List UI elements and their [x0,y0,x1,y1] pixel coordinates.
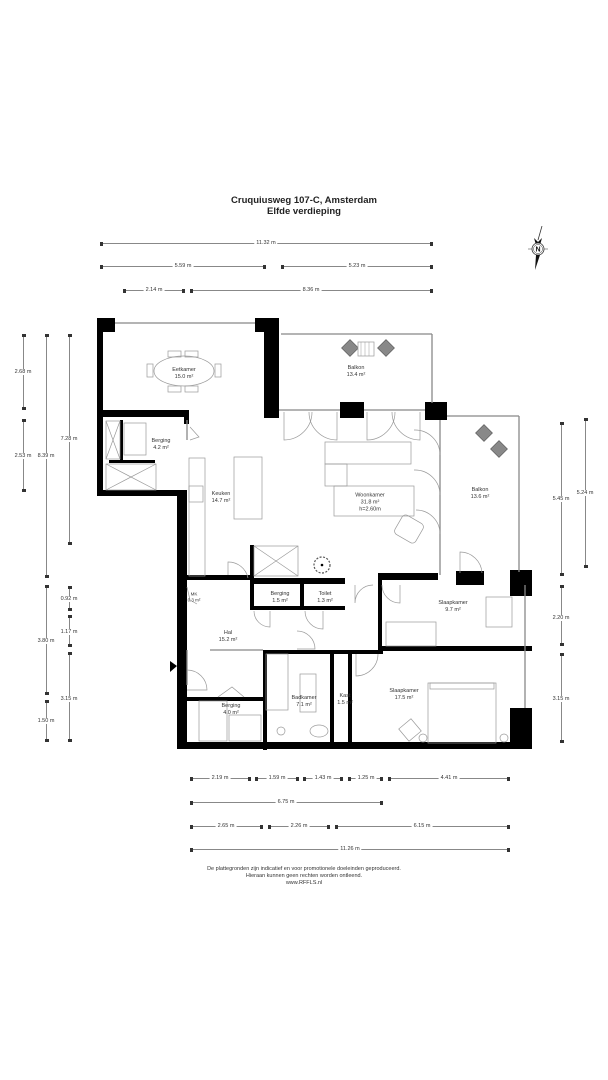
room-name: Balkon [347,365,365,372]
room-name: Slaapkamer [438,600,468,607]
dim-label: 6.15 m [411,823,433,829]
room-height: h=2.60m [359,506,381,513]
room-area: 15.0 m² [174,374,194,380]
room-name: Slaapkamer [389,688,419,695]
room-name: Badkamer [291,695,317,702]
dim-label: 1.17 m [58,629,80,635]
room-name: MK [190,591,198,597]
room-area: 4.0 m² [223,710,239,716]
dim-label: 8.36 m [300,287,322,293]
room-name: Hal [223,630,233,637]
dim-label: 3.15 m [550,696,572,702]
room-area: 17.5 m² [394,695,414,701]
dim-label: 6.75 m [275,799,297,805]
room-name: Keuken [211,491,231,498]
north-arrow-icon: N [524,226,552,270]
dim-label: 2.19 m [209,775,231,781]
dim-label: 7.28 m [58,436,80,442]
dim-label: 2.65 m [215,823,237,829]
svg-text:N: N [535,247,540,254]
dim-label: 2.53 m [12,453,34,459]
dim-label: 1.25 m [355,775,377,781]
dim-label: 3.80 m [35,638,57,644]
dim-label: 2.68 m [12,369,34,375]
room-area: 13.6 m² [470,494,490,500]
room-area: 1.5 m² [337,700,353,706]
room-area: 13.4 m² [346,372,366,378]
disclaimer-line-2: Hieraan kunnen geen rechten worden ontle… [245,873,363,880]
room-area: 15.2 m² [218,637,238,643]
website-link[interactable]: www.RFFLS.nl [285,880,323,887]
room-name: Toilet [318,591,332,598]
room-name: Berging [221,703,241,710]
room-area: 31.8 m² [360,499,380,506]
dim-label: 11.26 m [338,846,362,852]
dim-label: 5.45 m [550,496,572,502]
dim-label: 1.59 m [266,775,288,781]
dim-label: 0.92 m [58,596,80,602]
disclaimer-line-1: De plattegronden zijn indicatief en voor… [207,866,401,872]
dim-label: 5.59 m [172,263,194,269]
room-area: 1.5 m² [272,598,288,604]
dim-label: 5.24 m [574,490,596,496]
room-area: 9.7 m² [445,607,461,613]
dim-label: 8.39 m [35,453,57,459]
room-name: Eetkamer [172,367,196,374]
room-area: 4.2 m² [153,445,169,451]
address-title: Cruquiusweg 107-C, Amsterdam [231,195,377,206]
disclaimer: De plattegronden zijn indicatief en voor… [0,866,608,887]
dim-label: 11.32 m [254,240,278,246]
room-name: Berging [270,591,290,598]
room-name: Balkon [471,487,489,494]
dim-label: 1.43 m [312,775,334,781]
room-area: 1.3 m² [317,598,333,604]
dim-label: 3.15 m [58,696,80,702]
room-area: 0.3 m² [187,597,201,602]
dim-label: 1.50 m [35,718,57,724]
dim-label: 5.23 m [346,263,368,269]
dim-label: 4.41 m [438,775,460,781]
room-area: 7.1 m² [296,702,312,708]
room-name: Kast [339,693,351,700]
room-name: Woonkamer [355,492,385,499]
dim-label: 2.20 m [550,615,572,621]
dim-label: 2.14 m [143,287,165,293]
room-area: 14.7 m² [211,498,231,504]
dim-label: 2.26 m [288,823,310,829]
floor-title: Elfde verdieping [267,206,341,217]
room-name: Berging [151,438,171,445]
